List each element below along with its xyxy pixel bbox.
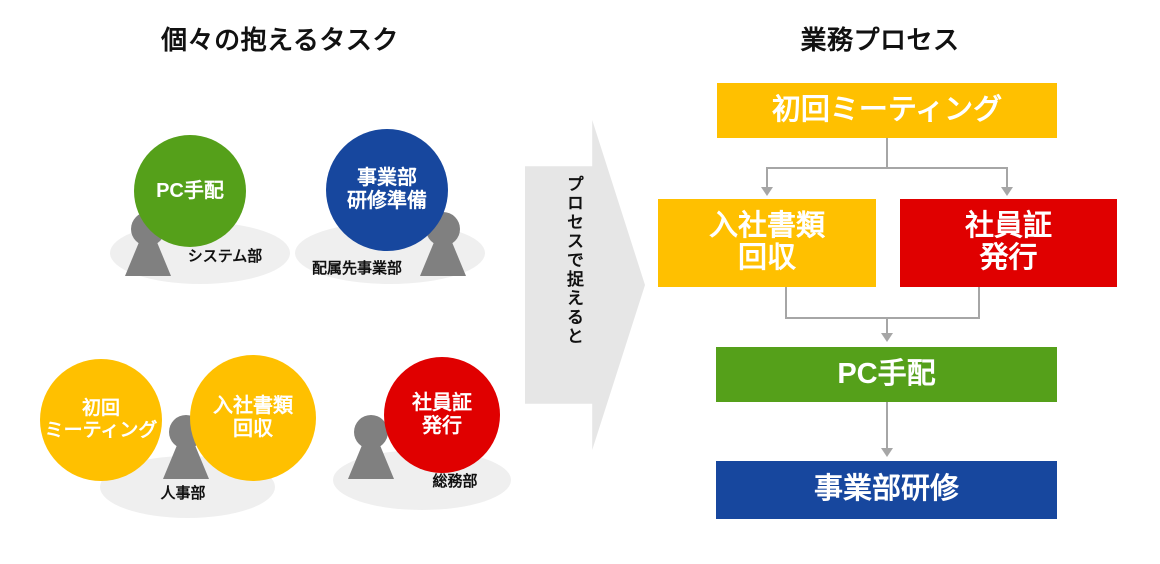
transition-arrow-label: プロセスで捉えると [564, 175, 583, 346]
page-title-left: 個々の抱えるタスク [161, 25, 399, 55]
person-icon [341, 415, 401, 483]
dept-label-system: システム部 [187, 248, 263, 265]
connector-line [766, 167, 768, 189]
process-step-document-collection[interactable]: 入社書類 回収 [658, 199, 876, 287]
task-circle-first-meeting[interactable]: 初回 ミーティング [40, 359, 162, 481]
connector-line [978, 287, 980, 318]
dept-label-division: 配属先事業部 [311, 260, 402, 277]
process-step-pc-tehai[interactable]: PC手配 [716, 347, 1057, 402]
task-circle-employee-id[interactable]: 社員証 発行 [384, 357, 500, 473]
connector-line [766, 167, 1007, 169]
arrowhead-icon [881, 448, 893, 457]
task-circle-document-collection[interactable]: 入社書類 回収 [190, 355, 316, 481]
dept-label-general-affairs: 総務部 [432, 473, 478, 490]
dept-label-hr: 人事部 [160, 485, 206, 502]
process-step-first-meeting[interactable]: 初回ミーティング [717, 83, 1057, 138]
page-title-right: 業務プロセス [800, 25, 960, 55]
connector-line [886, 138, 888, 168]
connector-line [785, 317, 980, 319]
arrowhead-icon [881, 333, 893, 342]
person-icon [413, 212, 473, 280]
transition-arrow-icon [525, 120, 645, 450]
process-step-employee-id[interactable]: 社員証 発行 [900, 199, 1117, 287]
arrowhead-icon [761, 187, 773, 196]
connector-line [886, 402, 888, 450]
connector-line [1006, 167, 1008, 189]
task-circle-division-training-prep[interactable]: 事業部 研修準備 [326, 129, 448, 251]
process-step-division-training[interactable]: 事業部研修 [716, 461, 1057, 519]
connector-line [785, 287, 787, 318]
task-circle-pc-tehai[interactable]: PC手配 [134, 135, 246, 247]
connector-line [886, 317, 888, 335]
arrowhead-icon [1001, 187, 1013, 196]
